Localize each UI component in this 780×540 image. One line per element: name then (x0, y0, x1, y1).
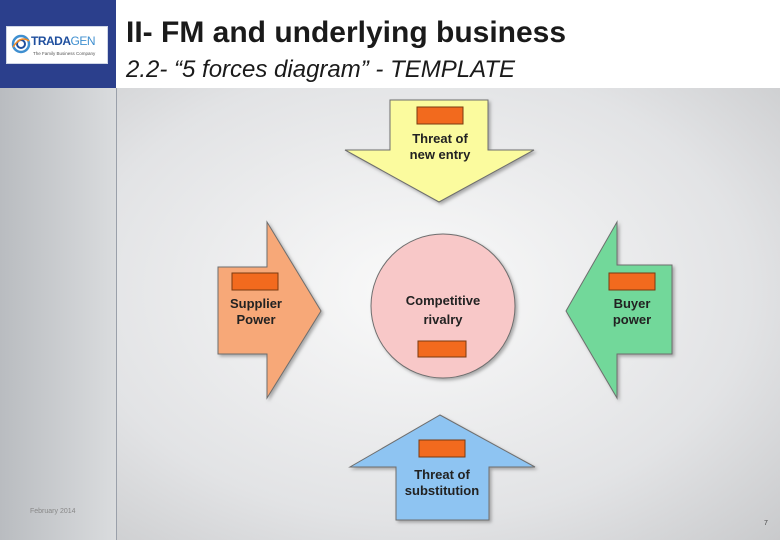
threat-of-substitution-label-1: Threat of (414, 467, 470, 482)
logo-swirl-icon (11, 34, 31, 54)
competitive-rivalry-label-2: rivalry (423, 312, 463, 327)
supplier-power-label-1: Supplier (230, 296, 282, 311)
competitive-rivalry-circle (370, 233, 516, 379)
buyer-power-arrow (565, 220, 673, 400)
competitive-rivalry-box (417, 340, 467, 358)
page-number: 7 (764, 520, 768, 527)
threat-of-substitution-box (418, 439, 466, 458)
slide-subtitle: 2.2- “5 forces diagram” - TEMPLATE (126, 56, 515, 83)
footer-date: February 2014 (30, 508, 76, 515)
logo-tagline: The Family Business Company (33, 51, 96, 56)
threat-of-new-entry-label-1: Threat of (412, 131, 468, 146)
buyer-power-label-1: Buyer (614, 296, 651, 311)
logo-wordmark: TRADAGEN (31, 34, 96, 48)
supplier-power-label-2: Power (236, 312, 275, 327)
threat-of-new-entry-arrow (344, 99, 535, 203)
threat-of-new-entry-label-2: new entry (410, 147, 471, 162)
slide-title: II- FM and underlying business (126, 16, 567, 49)
buyer-power-box (608, 272, 656, 291)
company-logo: TRADAGEN The Family Business Company (6, 26, 108, 64)
divider-line (116, 88, 117, 540)
header-bar: TRADAGEN The Family Business Company (0, 0, 116, 88)
threat-of-new-entry-box (416, 106, 464, 125)
supplier-power-box (231, 272, 279, 291)
supplier-power-arrow (217, 220, 322, 400)
buyer-power-label-2: power (613, 312, 651, 327)
threat-of-substitution-label-2: substitution (405, 483, 479, 498)
competitive-rivalry-label-1: Competitive (406, 293, 480, 308)
threat-of-substitution-arrow (348, 414, 536, 521)
left-panel (0, 0, 116, 540)
